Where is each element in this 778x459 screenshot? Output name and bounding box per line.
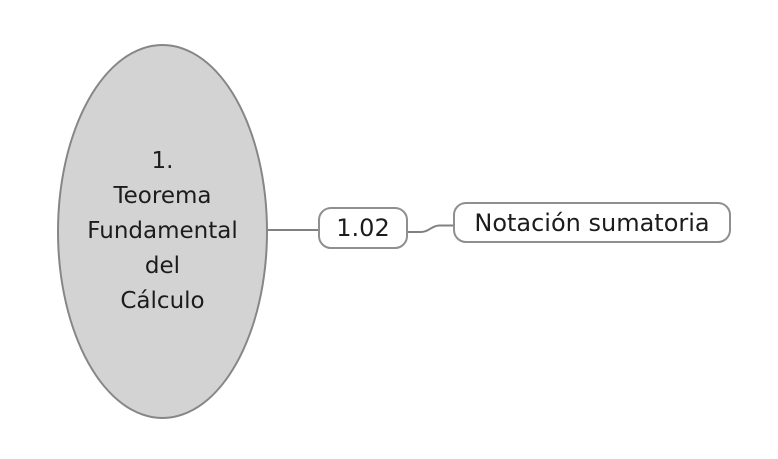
root-node-line: Teorema [113,183,212,209]
connector-child-to-grandchild [408,224,453,233]
root-node-line: Fundamental [87,218,238,244]
child-node-1-02[interactable]: 1.02 [318,207,408,249]
root-node[interactable]: 1. Teorema Fundamental del Cálculo [57,44,268,419]
root-node-line: Cálculo [120,288,205,314]
grandchild-node-notacion-sumatoria[interactable]: Notación sumatoria [453,202,731,243]
root-node-line: del [144,253,181,279]
root-node-line: 1. [151,148,174,174]
